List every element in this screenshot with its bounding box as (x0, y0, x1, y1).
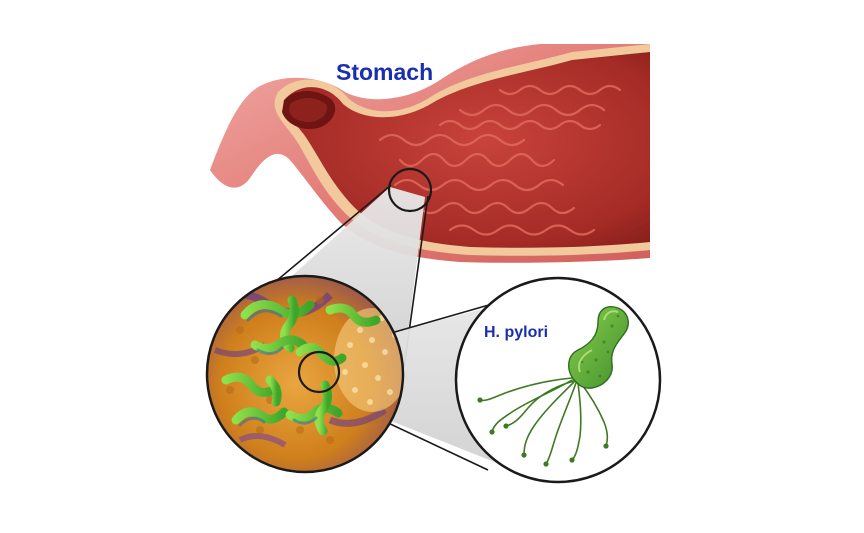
micro-zoom-circle (297, 350, 341, 394)
stomach-rugae (378, 84, 622, 236)
bacterium-detail-view (454, 276, 662, 484)
stomach-label: Stomach (336, 59, 433, 85)
h-pylori-cell (568, 306, 629, 389)
h-pylori-label: H. pylori (484, 324, 548, 341)
flagella-tips (477, 397, 609, 467)
microscopy-view (205, 274, 405, 474)
stomach-zoom-circle (387, 167, 433, 213)
flagella (479, 377, 609, 465)
